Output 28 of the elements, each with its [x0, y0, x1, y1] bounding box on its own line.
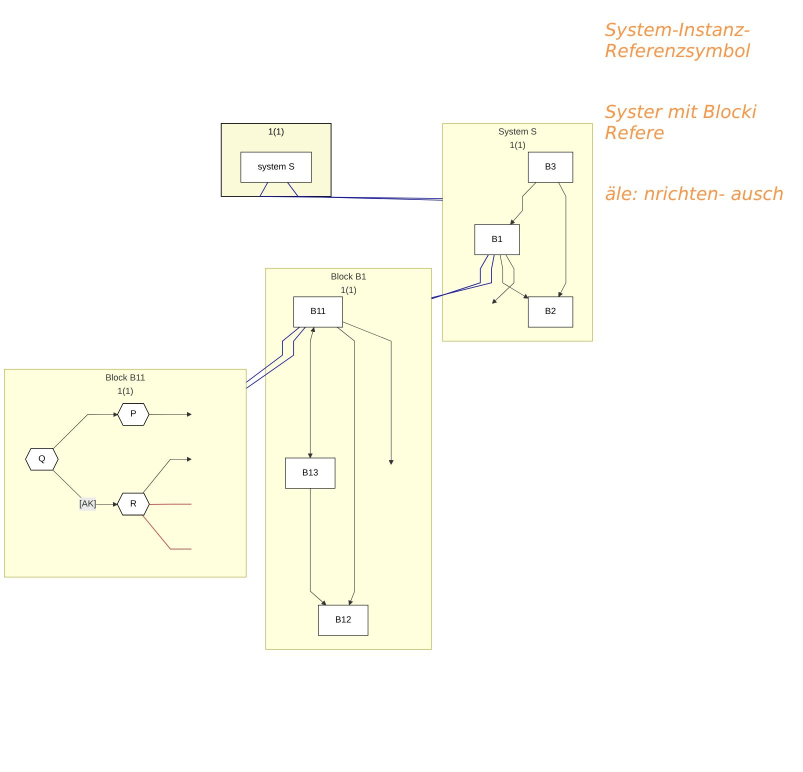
annotation-note: System-Instanz- Referenzsymbol	[605, 20, 752, 62]
node-box: system S	[240, 151, 312, 182]
channel-arrow	[558, 182, 566, 297]
zoom-line	[259, 182, 444, 198]
zoom-line	[246, 326, 300, 382]
zoom-line	[287, 182, 444, 200]
zoom-line	[246, 326, 306, 388]
node-box: B2	[528, 296, 574, 327]
node-box: B3	[528, 151, 574, 182]
annotation-note: äle: nrichten- ausch	[605, 184, 785, 205]
channel-arrow	[308, 326, 316, 458]
channel-arrow	[500, 254, 528, 298]
channel-arrow	[310, 488, 326, 605]
channel-arrow	[142, 456, 192, 494]
channel-arrow	[492, 254, 514, 304]
channel-arrow	[52, 412, 118, 449]
zoom-line	[142, 514, 192, 549]
node-box: B12	[318, 604, 368, 636]
channel-arrow	[149, 411, 192, 416]
channel-arrow	[336, 326, 355, 605]
node-box: B1	[474, 224, 520, 255]
edge-label: [AK]	[79, 498, 96, 508]
channel-arrow	[510, 182, 536, 224]
zoom-line	[149, 503, 192, 504]
channel-arrow	[342, 321, 394, 464]
annotation-note: Syster mit Blocki Refere	[605, 102, 758, 144]
node-box: B11	[293, 296, 343, 327]
node-box: B13	[285, 457, 336, 488]
